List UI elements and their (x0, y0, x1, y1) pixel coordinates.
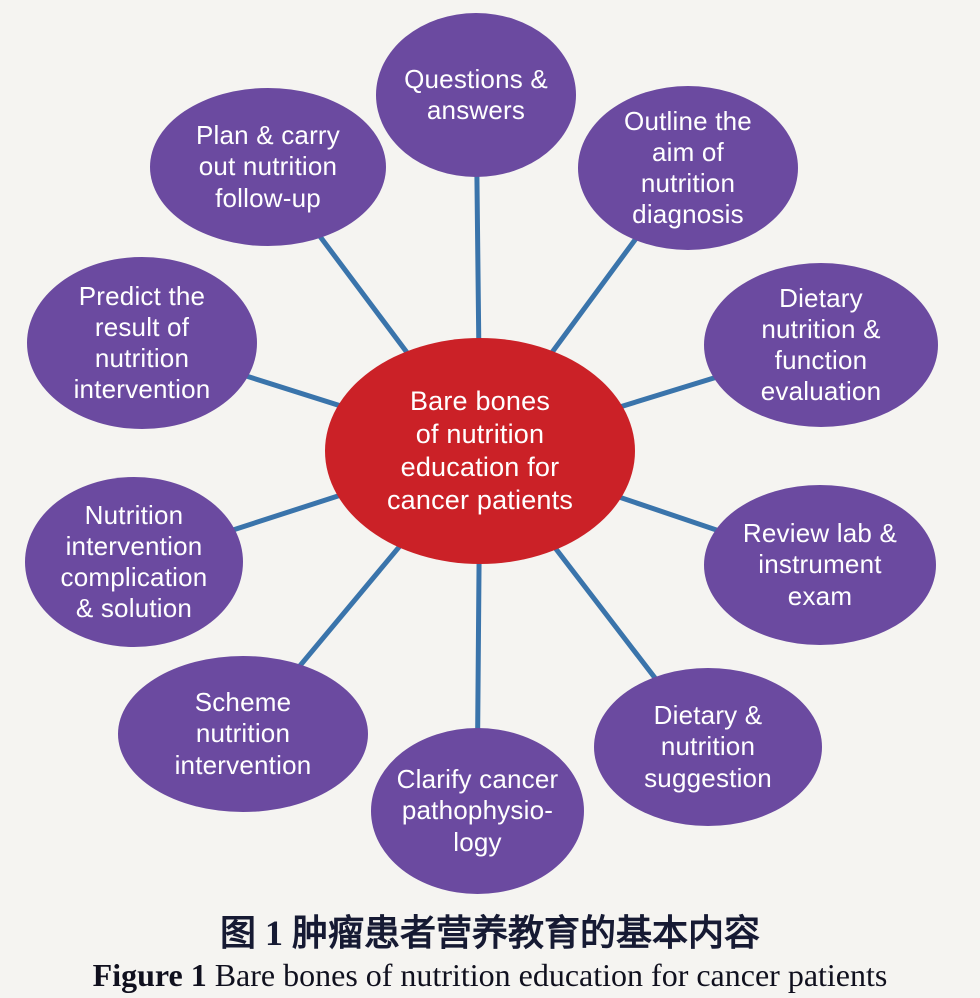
caption-chinese: 图 1 肿瘤患者营养教育的基本内容 (219, 913, 760, 954)
node-clarify-cancer-pathophysiology: Clarify cancer pathophysio- logy (371, 728, 584, 894)
node-label: Plan & carry out nutrition follow-up (195, 120, 340, 213)
node-label: Review lab & instrument exam (742, 518, 898, 611)
node-label: Outline the aim of nutrition diagnosis (624, 105, 752, 230)
node-review-lab-instrument-exam: Review lab & instrument exam (704, 485, 936, 645)
node-label: Questions & answers (404, 63, 548, 125)
node-questions-answers: Questions & answers (376, 13, 576, 177)
node-center-label: Bare bones of nutrition education for ca… (386, 386, 574, 515)
caption-figure-number: Figure 1 (92, 957, 207, 994)
node-outline-aim-of-nutrition-diagnosis: Outline the aim of nutrition diagnosis (578, 86, 798, 250)
caption-english: Figure 1 Bare bones of nutrition educati… (0, 957, 980, 994)
node-label: Clarify cancer pathophysio- logy (396, 764, 559, 857)
caption-english-text: Bare bones of nutrition education for ca… (206, 957, 888, 994)
node-label: Dietary & nutrition suggestion (644, 700, 772, 793)
node-nutrition-intervention-complication-solution: Nutrition intervention complication & so… (25, 477, 243, 647)
node-dietary-nutrition-function-evaluation: Dietary nutrition & function evaluation (704, 263, 938, 427)
node-plan-carry-out-nutrition-follow-up: Plan & carry out nutrition follow-up (150, 88, 386, 246)
node-label: Nutrition intervention complication & so… (60, 499, 208, 624)
node-label: Predict the result of nutrition interven… (73, 280, 211, 405)
node-label: Scheme nutrition intervention (174, 687, 312, 780)
node-dietary-nutrition-suggestion: Dietary & nutrition suggestion (594, 668, 822, 826)
figure-caption: 图 1 肿瘤患者营养教育的基本内容 Figure 1 Bare bones of… (0, 912, 980, 994)
node-center-bare-bones: Bare bones of nutrition education for ca… (325, 338, 635, 564)
node-label: Dietary nutrition & function evaluation (760, 282, 882, 407)
node-scheme-nutrition-intervention: Scheme nutrition intervention (118, 656, 368, 812)
node-predict-result-of-nutrition-intervention: Predict the result of nutrition interven… (27, 257, 257, 429)
